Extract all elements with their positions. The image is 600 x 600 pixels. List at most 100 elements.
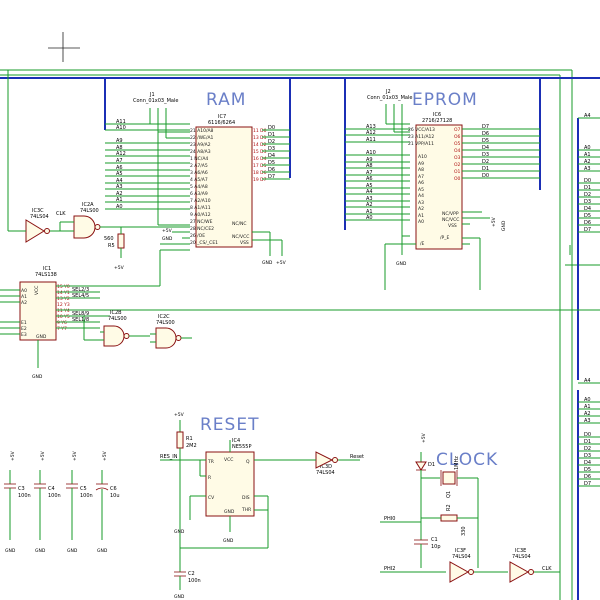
eprom-ctrl-pin: /P_E: [440, 235, 449, 241]
ram-data-pin: 18 D6: [253, 170, 267, 176]
ic4-pin: THR: [241, 507, 251, 513]
gate-ic3c: IC3C 74LS04: [7, 70, 60, 243]
ram-data-wires: [262, 129, 290, 180]
right-bus-label: A3: [584, 166, 591, 172]
ram-data-labels: D0 D1 D2 D3 D4 D5 D6 D7: [268, 125, 275, 180]
res-in-label: RES_IN: [160, 454, 178, 460]
c5-gnd: GND: [67, 548, 78, 554]
c1-value: 10p: [431, 544, 441, 550]
r1-vcc: +5V: [174, 412, 185, 418]
r2-ref: R2: [446, 504, 452, 511]
eprom-addr-label: A12: [366, 130, 376, 136]
ram-pin-name: 22 /WE/A1: [190, 135, 214, 141]
ic4-pin: TR: [207, 459, 214, 465]
ic1-out-pin: 10 Y5: [57, 314, 70, 320]
ram-pin-name: 21 A10/A8: [190, 128, 214, 134]
ic1-gnd-pin: GND: [36, 334, 47, 340]
eprom-pin-name: 23 A11/A12: [408, 134, 434, 140]
right-bus-label: A4: [584, 378, 591, 384]
eprom-addr-label: A11: [366, 137, 376, 143]
ram-addr-label: A10: [116, 125, 126, 131]
eprom-pin-name: A5: [418, 187, 424, 193]
crystal-q1: [442, 471, 456, 485]
eprom-data-label: D1: [482, 166, 489, 172]
eprom-ctrl-pin: NC/VCC: [442, 217, 459, 223]
eprom-data-pin: O7: [454, 127, 461, 133]
ic3c-value: 74LS04: [30, 214, 49, 220]
right-bus-label: D3: [584, 199, 591, 205]
resistor-symbol: [117, 233, 125, 249]
j1-ref: J1: [149, 92, 155, 98]
eprom-pin-name: A9: [418, 161, 424, 167]
resistor-r2: [440, 514, 458, 522]
ram-data-pin: 11 D0: [253, 128, 267, 134]
ram-addr-label: A0: [116, 204, 123, 210]
ic1-pin-name: E3: [21, 332, 27, 338]
c6-vcc: +5V: [102, 450, 108, 461]
j2-ref: J2: [385, 89, 391, 95]
right-bus-label: D5: [584, 213, 591, 219]
ic2b-ref: IC2B: [110, 310, 122, 316]
ram-data-pin: 17 D5: [253, 163, 267, 169]
ram-addr-label: A11: [116, 119, 126, 125]
crosshair-cursor-icon: [48, 32, 80, 62]
ic4-pin: CV: [208, 495, 215, 501]
c5-ref: C5: [80, 486, 87, 492]
ic1-net-label: SEL4/5: [72, 293, 89, 299]
ram-address-wires: [105, 123, 190, 210]
right-bus-label: A1: [584, 152, 591, 158]
ic3d-ref: IC3D: [320, 464, 332, 470]
ram-pin-name: 8 A1/A11: [190, 205, 211, 211]
ram-5v-left: +5V: [162, 228, 173, 234]
eprom-addr-label: A13: [366, 124, 376, 130]
r5-value: 560: [104, 236, 114, 242]
ram-addr-label: A5: [116, 171, 123, 177]
ram-pin-name: 9 A0/A12: [190, 212, 211, 218]
eprom-data-label: D4: [482, 145, 489, 151]
ram-vcc-pin: NC/NC: [232, 221, 247, 227]
ram-vcc-label: +5V: [276, 260, 287, 266]
eprom-data-wires: [462, 128, 540, 179]
ram-data-pin: 16 D4: [253, 156, 267, 162]
ic1-gnd-label: GND: [32, 374, 43, 380]
eprom-data-pins: O7 O6 O5 O4 O3 O2 O1 O0: [454, 127, 461, 182]
right-bus-label: D0: [584, 178, 591, 184]
decoupling-caps: +5V C3 100n GND +5V C4 100n GND +5V C5: [4, 450, 120, 554]
ic1-out-pin: 14 Y1: [57, 290, 70, 296]
ic4-gnd: GND: [223, 538, 234, 544]
eprom-pin-name: A4: [418, 193, 424, 199]
ic3f-ref: IC3F: [455, 548, 466, 554]
eprom-addr-label: A4: [366, 189, 373, 195]
ic1-out-pin: 7 Y7: [57, 326, 67, 332]
right-bus-label: D4: [584, 460, 591, 466]
c6-ref: C6: [110, 486, 117, 492]
inverter-bubble: [528, 569, 534, 575]
ic4-value: NE555P: [232, 444, 251, 450]
cap-c6: +5V C6 10u GND: [95, 450, 120, 554]
clock-section: +5V D1 C1 10p 1MHz Q1 R2 330 PHI0 PHI2 I…: [380, 432, 560, 583]
ic4-pin: Q: [246, 459, 250, 465]
ic1-pin-name: E2: [21, 326, 27, 332]
eprom-pin-name: A6: [418, 180, 424, 186]
ic7-value: 6116/6264: [208, 120, 235, 126]
ram-data-label: D3: [268, 146, 275, 152]
eprom-pin-name: A7: [418, 174, 424, 180]
eprom-data-label: D2: [482, 159, 489, 165]
c6-value: 10u: [110, 493, 120, 499]
eprom-addr-label: A5: [366, 183, 373, 189]
ic1-value: 74LS138: [35, 272, 57, 278]
ic1-net-label: SEL1/8: [72, 317, 89, 323]
right-bus-labels: A4 A0 A1 A2 A3 D0 D1 D2 D3 D4 D5 D6 D7 A…: [578, 113, 600, 487]
phi2-label: PHI2: [384, 566, 395, 572]
r5-vcc: +5V: [114, 265, 125, 271]
reset-title: RESET: [200, 415, 259, 435]
ic3f-value: 74LS04: [452, 554, 471, 560]
eprom-section: J2 Conn_01x03_Male IC6 2716/27128 A13: [345, 89, 540, 290]
clock-title: CLOCK: [436, 450, 498, 470]
right-bus-label: A3: [584, 418, 591, 424]
right-bus-label: D6: [584, 220, 591, 226]
eprom-pin-name: A0: [418, 219, 424, 225]
ram-data-label: D2: [268, 139, 275, 145]
decoder-section: IC1 74LS138 A0 A1 A2 E1 E2 E3 VCC GND GN…: [0, 249, 600, 380]
right-bus-label: D3: [584, 453, 591, 459]
